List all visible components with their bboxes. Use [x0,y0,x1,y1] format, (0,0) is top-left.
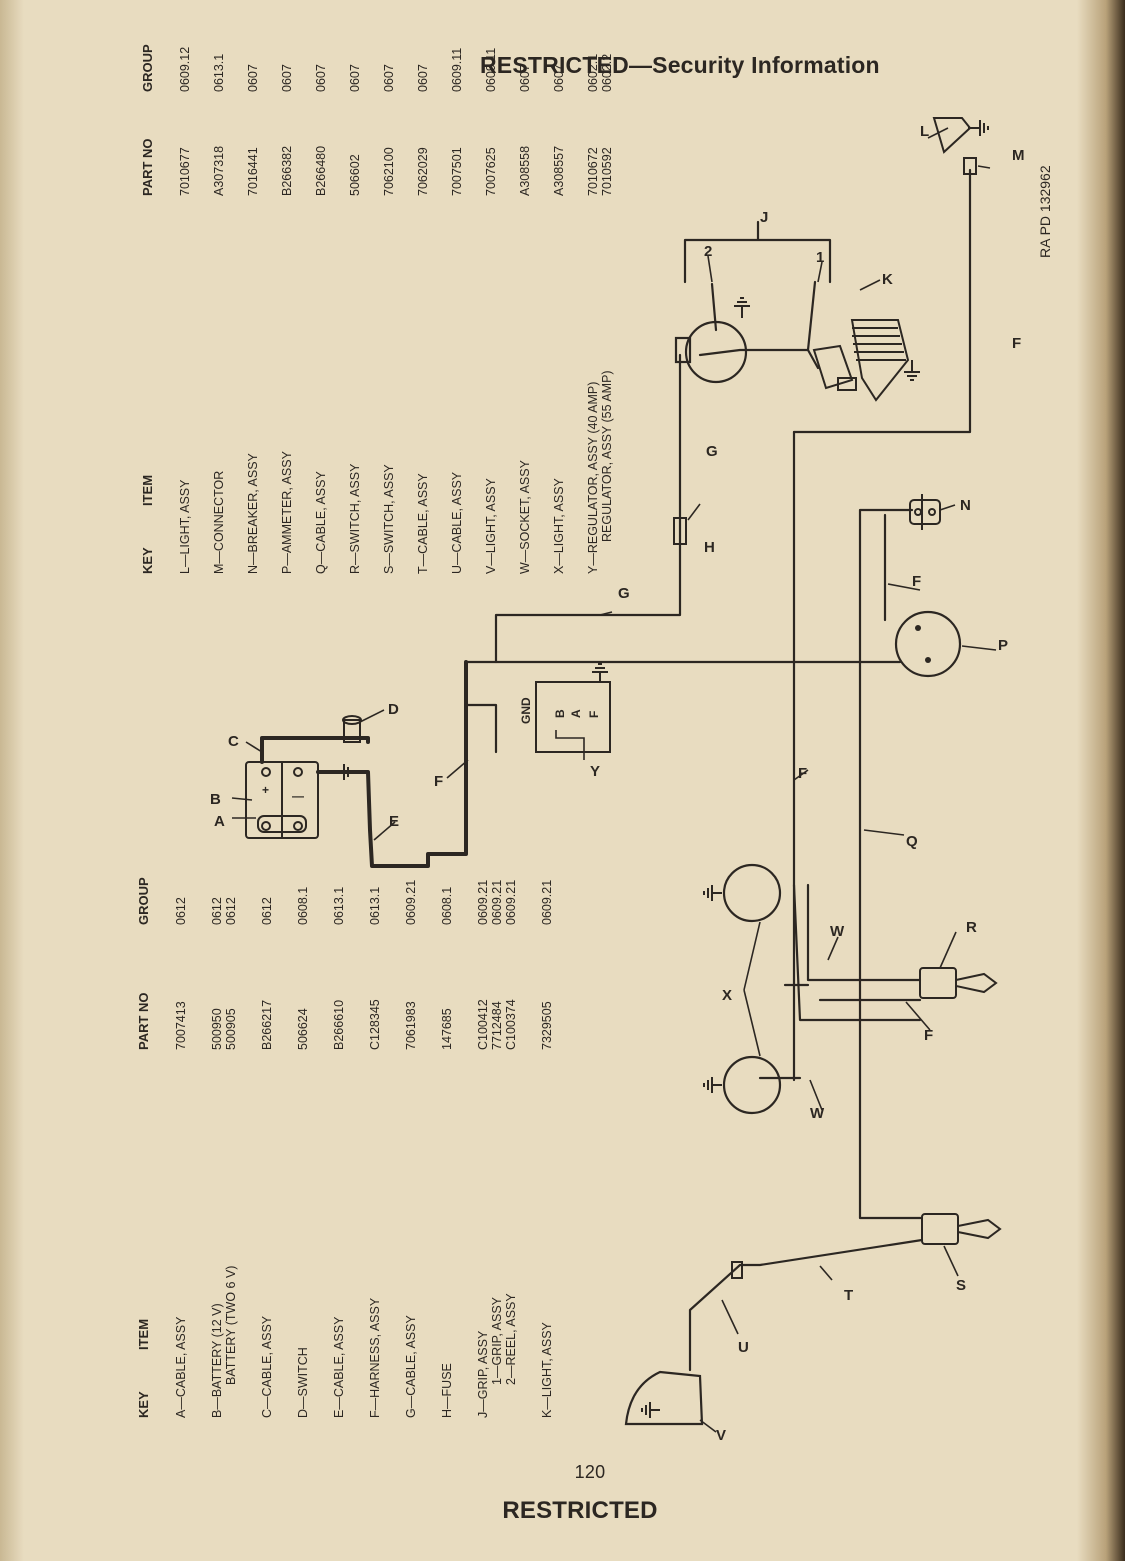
harness-f-branch [464,660,498,754]
label-one: 1 [816,249,824,266]
label-u: U [738,1339,749,1356]
label-f-5: F [924,1027,933,1044]
label-m: M [1012,147,1025,164]
label-r: R [966,919,977,936]
label-d: D [388,701,399,718]
label-y: Y [590,763,600,780]
label-w-2: W [810,1105,825,1122]
label-s: S [956,1277,966,1294]
light-x-upper [722,863,782,923]
regulator-gnd: GND [519,697,533,724]
label-h: H [704,539,715,556]
cable-t-u-line [688,1238,924,1372]
label-f-4: F [1012,335,1021,352]
cable-q-line [858,660,924,1220]
label-k: K [882,271,893,288]
label-g-1: G [618,585,630,602]
breaker-n-shape [909,494,941,530]
generator-circle [684,320,748,384]
ground-symbols [340,120,989,1418]
label-x: X [722,987,732,1004]
label-c: C [228,733,239,750]
page-footer: RESTRICTED [502,1497,658,1524]
regulator-term-f: F [587,711,601,718]
switch-s-shape [921,1213,1002,1245]
battery-minus: — [292,789,304,803]
page-header: RESTRICTED—Security Information [480,52,880,78]
cable-f-to-l [792,168,972,434]
label-f-1: F [434,773,443,790]
label-a: A [214,813,225,830]
light-k-shape [850,319,910,402]
cable-e-line [316,660,468,868]
label-g-2: G [706,443,718,460]
light-l-shape [932,117,972,154]
switch-d-shape [343,719,361,743]
fuse-h-shape [673,517,687,545]
regulator-box [535,681,611,753]
label-n: N [960,497,971,514]
label-f-2: F [798,765,807,782]
label-j: J [760,209,768,226]
label-v: V [716,1427,726,1444]
light-x-lower [722,1055,782,1115]
label-p: P [998,637,1008,654]
figure-caption: Figure 06–12. Lighting system (used on v… [1088,643,1103,1312]
regulator-term-a: A [569,709,583,718]
page-number: 120 [574,1462,606,1482]
regulator-link [698,348,820,370]
label-e: E [389,813,399,830]
label-two: 2 [704,243,712,260]
switch-r-shape [919,967,998,999]
cable-c-line [260,736,370,764]
battery-plus: + [262,783,269,797]
cable-g-line [494,353,682,664]
ammeter-p-circle [894,610,962,678]
connector-m-shape [963,157,977,175]
label-q: Q [906,833,918,850]
label-b: B [210,791,221,808]
label-t: T [844,1287,853,1304]
label-l: L [920,123,929,140]
regulator-term-b: B [553,709,567,718]
label-w-1: W [830,923,845,940]
headlight-v-shape [624,1370,704,1426]
label-f-3: F [912,573,921,590]
